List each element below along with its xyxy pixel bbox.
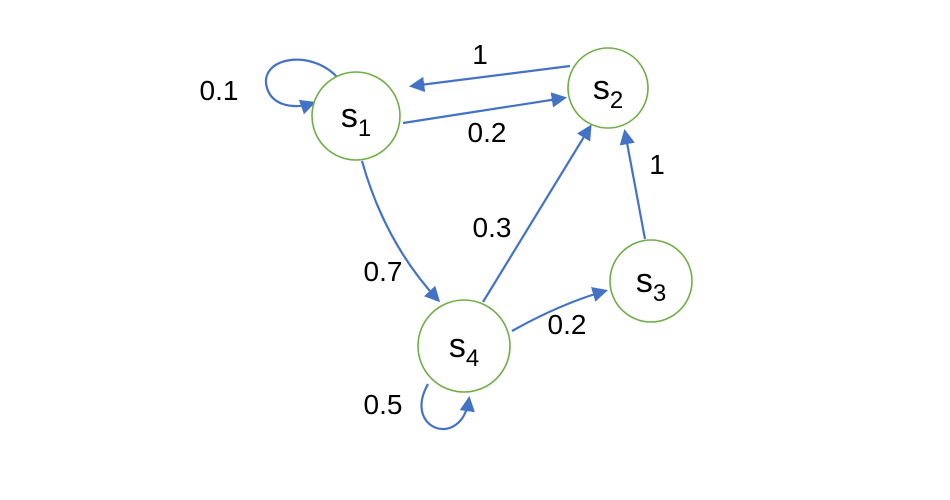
edge-label-s1-s4: 0.7 bbox=[364, 256, 403, 287]
state-s1-base: s bbox=[341, 97, 358, 135]
state-s3-label: s3 bbox=[636, 262, 666, 307]
edge-s3-to-s2 bbox=[619, 128, 647, 240]
edge-label-s4-s2: 0.3 bbox=[473, 212, 512, 243]
state-s3-base: s bbox=[636, 262, 653, 300]
edge-label-s4-self: 0.5 bbox=[364, 389, 403, 420]
edge-s1-to-s2 bbox=[402, 92, 568, 125]
state-s4-circle bbox=[417, 299, 511, 393]
state-s4-base: s bbox=[449, 327, 466, 365]
edge-label-s2-s1: 1 bbox=[472, 39, 488, 70]
state-s3-sub: 3 bbox=[653, 280, 666, 307]
edge-label-s4-s3: 0.2 bbox=[548, 309, 587, 340]
state-s2-sub: 2 bbox=[610, 87, 623, 114]
state-s1-label: s1 bbox=[341, 97, 371, 142]
edge-s4-to-s3 bbox=[511, 287, 608, 332]
state-s2-label: s2 bbox=[593, 69, 623, 114]
edge-label-s1-self: 0.1 bbox=[200, 75, 239, 106]
state-s4-label: s4 bbox=[449, 327, 479, 372]
state-s1-circle bbox=[311, 71, 401, 161]
state-s2-circle bbox=[567, 47, 649, 129]
edge-s4-to-s2 bbox=[482, 124, 592, 303]
state-s2-base: s bbox=[593, 69, 610, 107]
state-s3-circle bbox=[609, 239, 693, 323]
edge-label-s1-s2: 0.2 bbox=[468, 117, 507, 148]
state-s4-sub: 4 bbox=[466, 345, 479, 372]
edge-s4-self-loop bbox=[420, 383, 475, 430]
edge-s1-to-s4 bbox=[360, 160, 441, 303]
edge-s1-self-loop bbox=[264, 58, 338, 115]
edge-label-s3-s2: 1 bbox=[649, 149, 665, 180]
edge-s2-to-s1 bbox=[408, 64, 571, 93]
state-s1-sub: 1 bbox=[358, 115, 371, 142]
